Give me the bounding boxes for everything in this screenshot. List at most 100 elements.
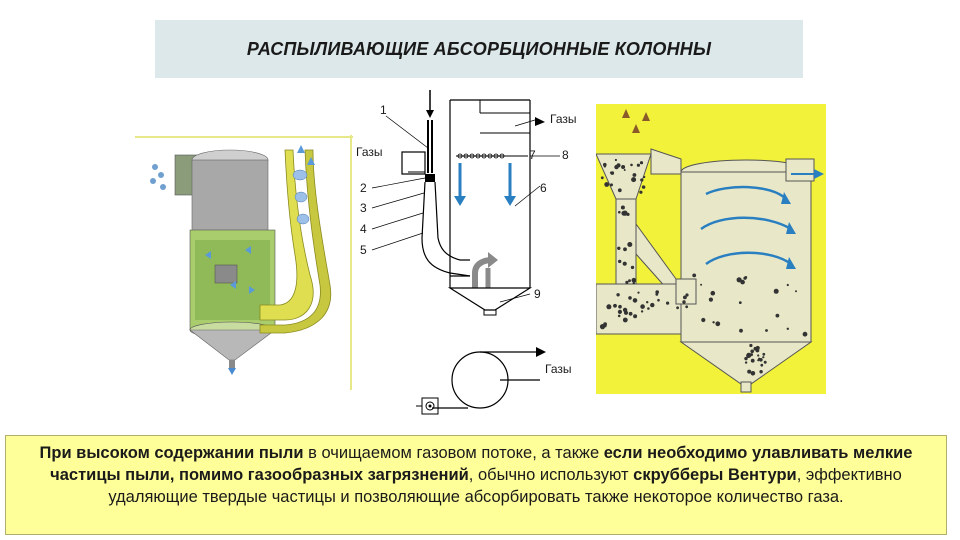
particle-dot — [682, 300, 686, 304]
particle-dot — [643, 175, 646, 179]
particle-dot — [630, 265, 635, 270]
particle-dot — [603, 324, 607, 328]
label-1: 1 — [380, 103, 387, 117]
particle-dot — [773, 288, 779, 294]
label-gas-out: Газы — [550, 112, 577, 126]
particle-dot — [802, 331, 808, 337]
particle-dot — [637, 291, 640, 294]
particle-dot — [618, 259, 622, 264]
particle-dot — [640, 310, 644, 313]
particle-dot — [620, 205, 625, 210]
caption-part-4: , обычно используют — [468, 466, 634, 484]
particle-dot — [600, 176, 604, 180]
particle-dot — [599, 324, 606, 330]
particle-dot — [676, 306, 679, 310]
particle-dot — [740, 279, 745, 285]
label-5: 5 — [360, 243, 367, 257]
label-8: 8 — [562, 148, 569, 162]
caption-part-3: если необходимо улавливать мелкие частиц… — [50, 444, 913, 484]
particle-dot — [616, 293, 620, 297]
particle-dot — [736, 277, 742, 283]
particle-dot — [795, 290, 797, 293]
particle-dot — [621, 165, 626, 169]
label-6: 6 — [540, 181, 547, 195]
label-3: 3 — [360, 201, 367, 215]
particle-dot — [604, 182, 610, 187]
particle-dot — [750, 371, 756, 376]
particle-dot — [628, 296, 632, 300]
label-7: 7 — [529, 148, 536, 162]
particle-dot — [762, 352, 766, 356]
particle-dot — [618, 304, 622, 309]
particle-dot — [614, 164, 619, 170]
particle-dot — [760, 363, 764, 367]
particle-dot — [633, 314, 638, 319]
label-2: 2 — [360, 181, 367, 195]
particle-dot — [640, 178, 644, 182]
particle-dot — [631, 277, 637, 283]
particle-dot — [631, 177, 637, 183]
particle-dot — [655, 290, 659, 294]
caption-part-1: При высоком содержании пыли — [39, 444, 304, 462]
particle-dot — [775, 313, 780, 318]
particle-dot — [622, 307, 628, 313]
particle-dot — [622, 210, 628, 216]
particle-dot — [744, 356, 748, 361]
particle-dot — [623, 169, 626, 171]
particle-dot — [617, 246, 621, 250]
particle-dot — [758, 357, 761, 360]
particle-dot — [712, 321, 715, 324]
particle-dot — [685, 305, 689, 309]
particle-dot — [743, 276, 747, 280]
particle-dot — [786, 283, 789, 287]
particle-dot — [640, 304, 645, 309]
scrubber-particles-illustration — [595, 104, 826, 394]
particle-dot — [657, 298, 660, 302]
particle-dot — [639, 190, 643, 194]
particle-dot — [700, 283, 703, 286]
particle-dot — [632, 298, 638, 303]
particle-dot — [744, 361, 748, 364]
particle-dot — [738, 301, 742, 304]
particle-dot — [606, 304, 612, 310]
description-caption: При высоком содержании пыли в очищаемом … — [5, 435, 947, 535]
particle-dot — [710, 290, 716, 296]
particle-dot — [666, 301, 670, 305]
page-title: РАСПЫЛИВАЮЩИЕ АБСОРБЦИОННЫЕ КОЛОННЫ — [246, 38, 712, 59]
particle-dot — [701, 317, 706, 323]
title-banner: РАСПЫЛИВАЮЩИЕ АБСОРБЦИОННЫЕ КОЛОННЫ — [155, 20, 803, 78]
particle-dot — [646, 301, 649, 304]
particle-dot — [786, 327, 789, 330]
particle-dot — [603, 165, 607, 168]
label-9: 9 — [534, 287, 541, 301]
particle-dot — [750, 358, 755, 363]
particle-dot — [630, 163, 633, 167]
label-4: 4 — [360, 222, 367, 236]
particle-dot — [628, 311, 633, 316]
particle-dot — [755, 348, 760, 353]
particle-dot — [762, 356, 765, 359]
particle-dot — [647, 307, 650, 310]
particle-dot — [627, 242, 633, 247]
particle-dot — [641, 185, 646, 189]
particle-dot — [618, 210, 621, 214]
particle-dot — [622, 261, 627, 266]
particle-dot — [692, 273, 697, 278]
particle-dot — [623, 247, 627, 252]
particle-dot — [650, 302, 655, 308]
particle-dot — [639, 161, 644, 165]
particle-dot — [628, 279, 631, 283]
caption-part-5: скрубберы Вентури — [633, 466, 797, 484]
particle-dot — [683, 295, 687, 300]
particle-dot — [625, 280, 629, 284]
particle-dot — [759, 370, 763, 374]
particle-dot — [610, 183, 613, 187]
caption-part-2: в очищаемом газовом потоке, а также — [303, 444, 604, 462]
particle-dot — [617, 314, 621, 318]
particle-dot — [617, 309, 622, 314]
venturi-3d-illustration — [135, 135, 353, 390]
label-gas-plan: Газы — [545, 362, 572, 376]
particle-dot — [636, 163, 640, 167]
particle-dot — [708, 297, 713, 302]
particle-dot — [617, 188, 622, 193]
